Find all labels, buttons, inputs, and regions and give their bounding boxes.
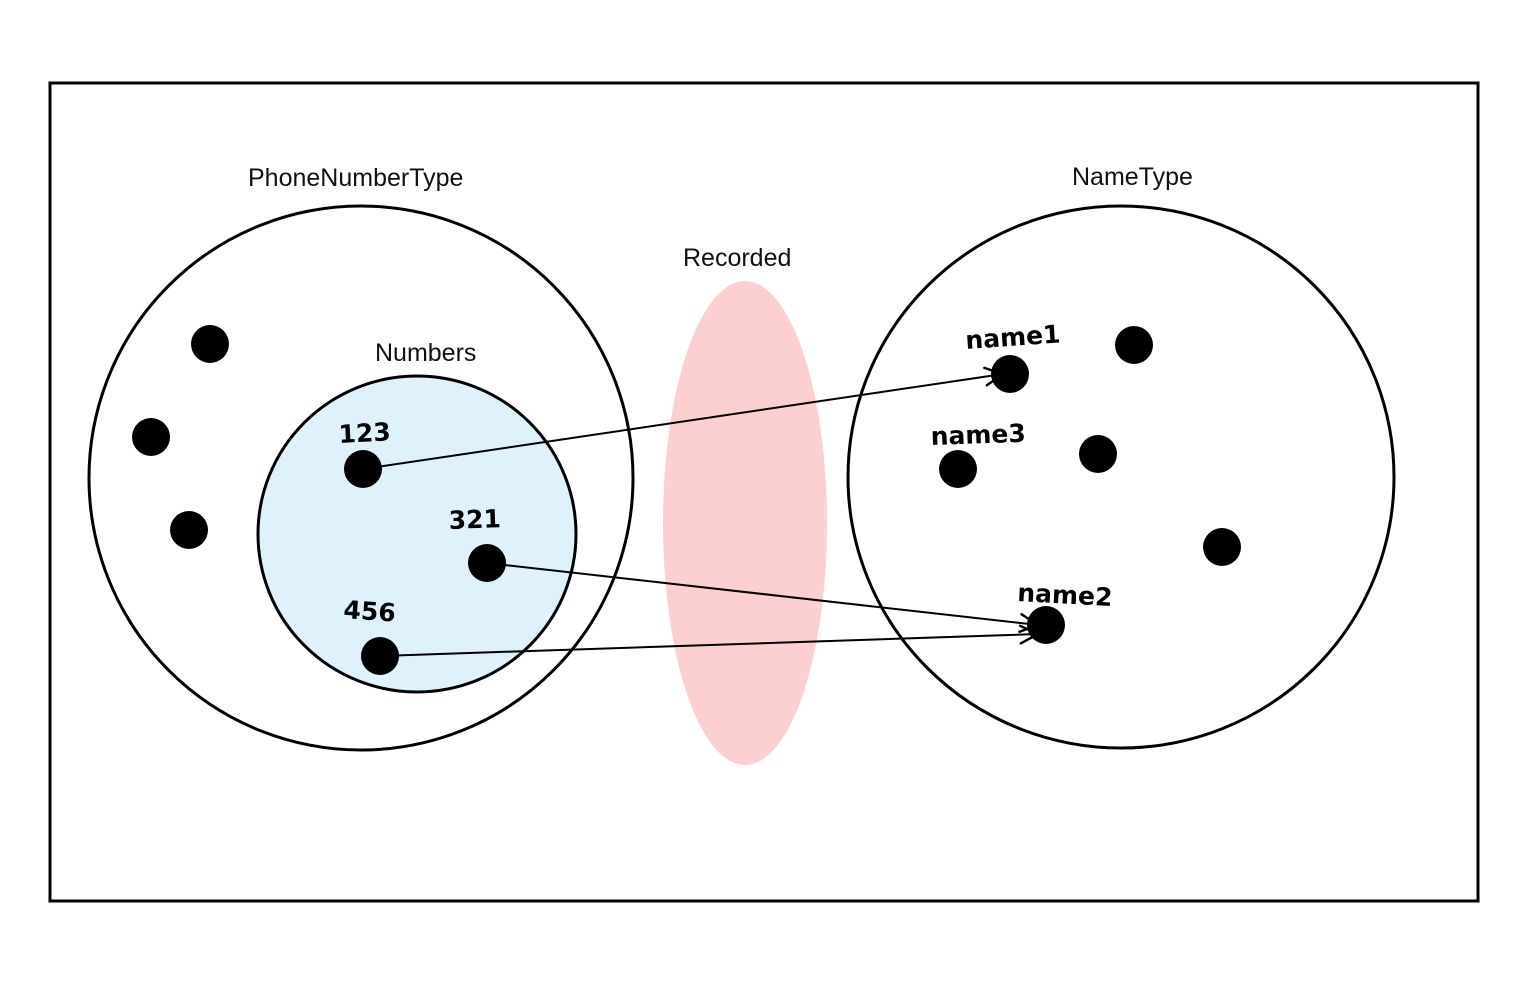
phone-element-dot (170, 511, 208, 549)
name-type-set (846, 204, 1396, 750)
number-456-dot (361, 637, 399, 675)
phone-number-type-label: PhoneNumberType (248, 164, 463, 192)
number-123-dot (344, 450, 382, 488)
number-321-label: 321 (448, 504, 501, 535)
name1-dot (991, 355, 1029, 393)
name3-dot (939, 450, 977, 488)
name3-label: name3 (930, 419, 1026, 451)
name2-dot (1027, 606, 1065, 644)
recorded-label: Recorded (683, 244, 791, 272)
name1-label: name1 (964, 319, 1061, 355)
name-element-dot (1203, 528, 1241, 566)
number-456-label: 456 (343, 595, 397, 628)
name-element-dot (1115, 326, 1153, 364)
numbers-subset (256, 374, 578, 694)
recorded-relation-ellipse (663, 281, 827, 765)
numbers-label: Numbers (375, 339, 476, 367)
phone-number-type-set (87, 204, 635, 752)
name-type-label: NameType (1072, 163, 1193, 191)
diagram-frame (48, 81, 1480, 903)
phone-element-dot (191, 325, 229, 363)
arrow-456-to-name2 (379, 624, 1040, 657)
number-321-dot (468, 544, 506, 582)
name2-label: name2 (1017, 578, 1113, 612)
phone-element-dot (132, 418, 170, 456)
number-123-label: 123 (338, 417, 392, 449)
arrow-123-to-name1 (362, 366, 1005, 470)
arrow-321-to-name2 (486, 562, 1040, 633)
name-element-dot (1079, 435, 1117, 473)
